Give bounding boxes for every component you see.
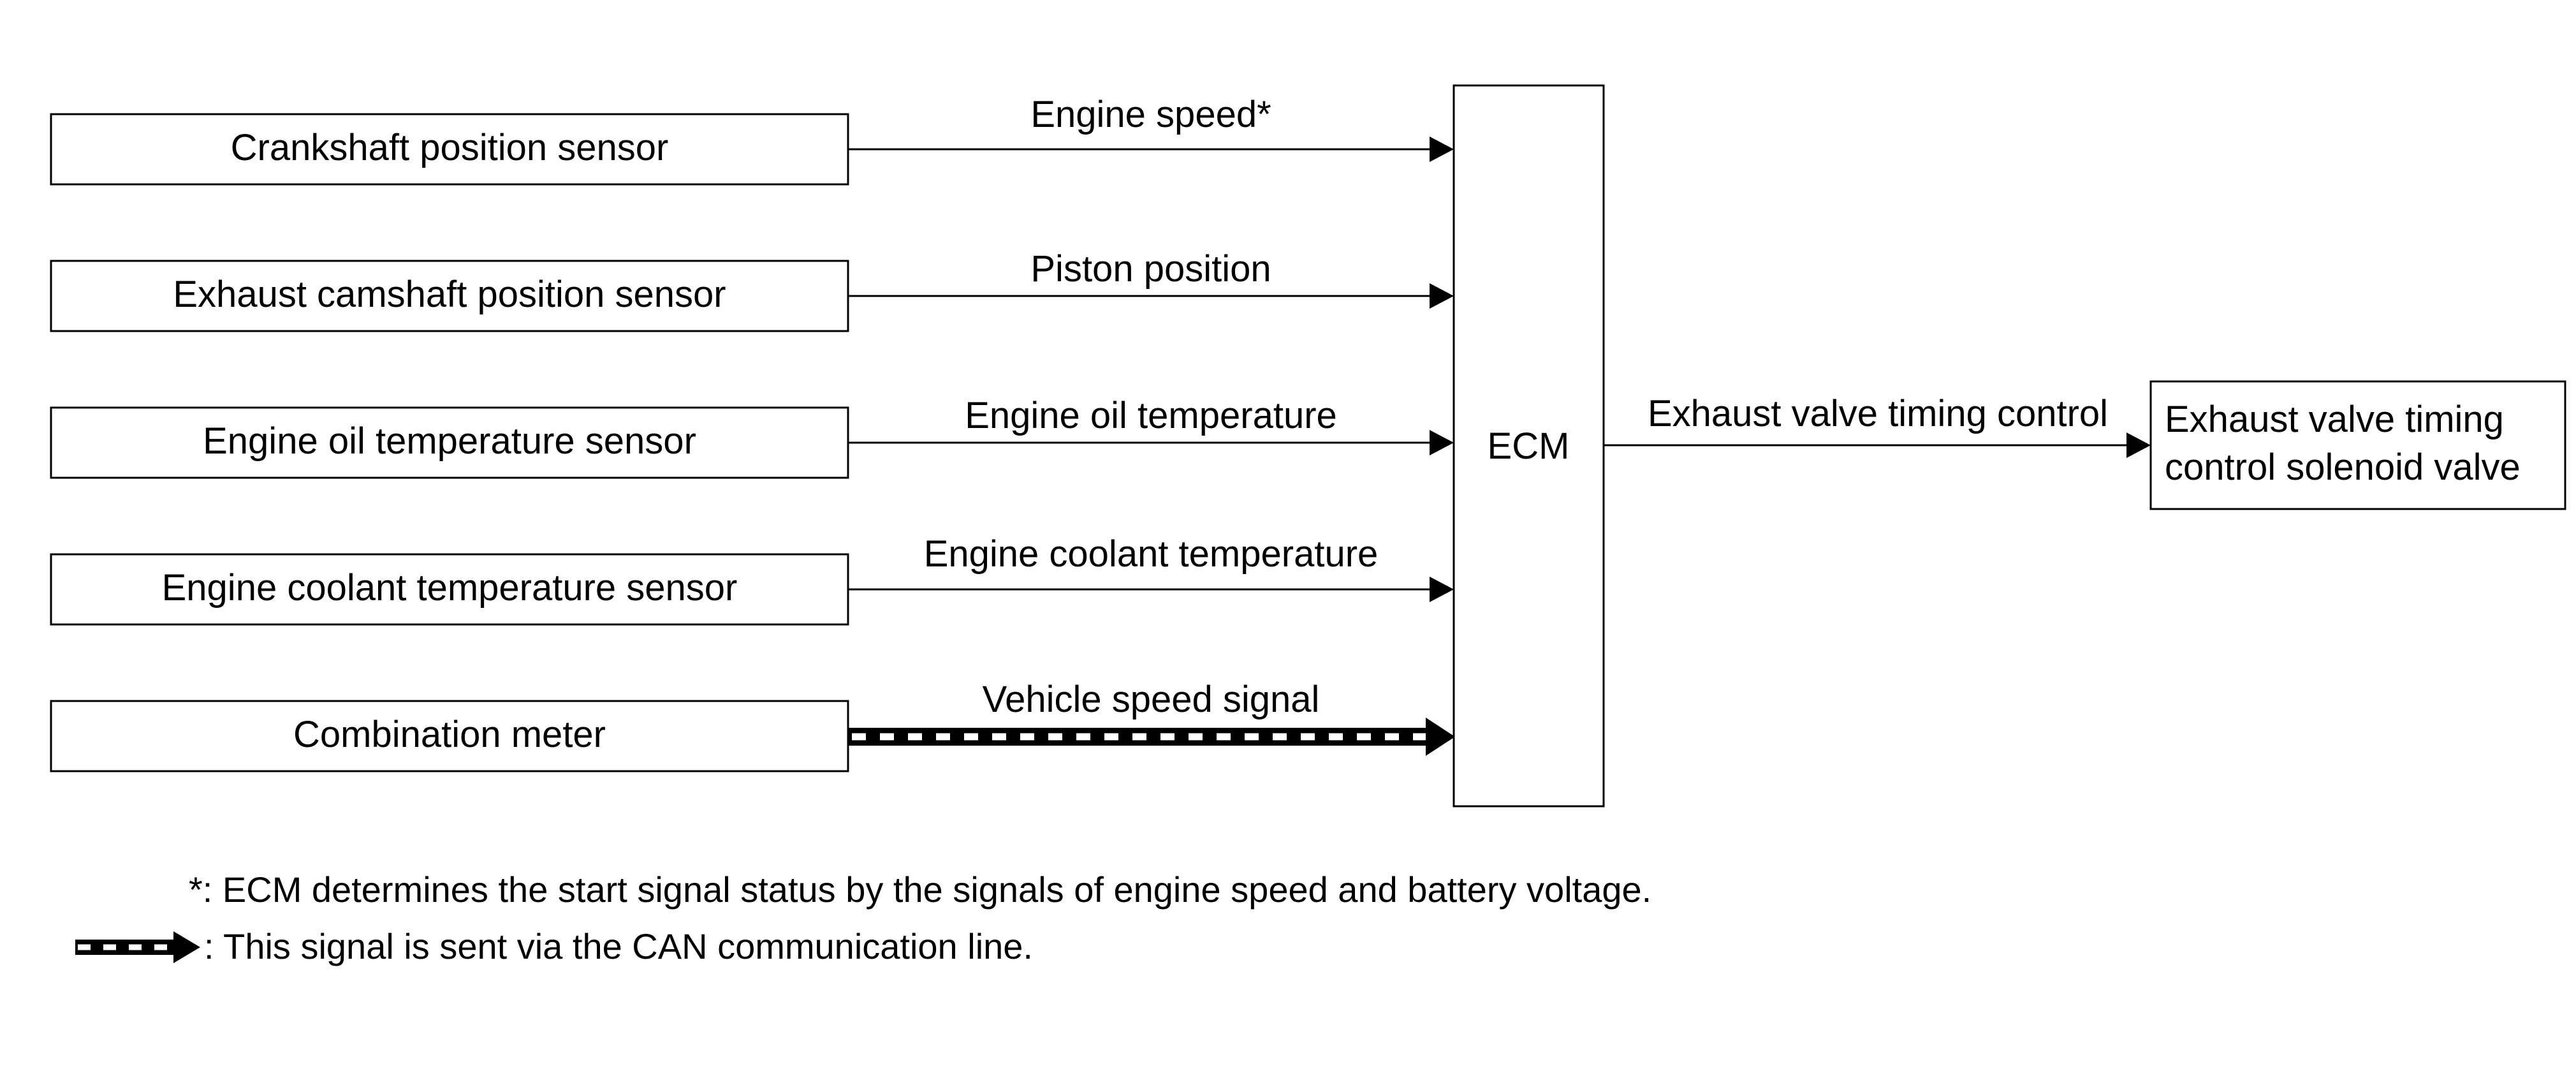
ecm-label: ECM [1488,425,1570,467]
output-label-line2: control solenoid valve [2165,447,2521,488]
sensor-label: Engine oil temperature sensor [203,420,696,462]
signal-label: Engine speed* [1030,94,1271,135]
arrowhead [1426,718,1455,756]
can-legend-arrowhead [173,931,200,963]
sensor-engine-oil-temperature: Engine oil temperature sensor [50,406,849,479]
signal-label: Vehicle speed signal [983,679,1320,720]
arrowhead [1430,430,1454,455]
signal-engine-speed: Engine speed* [848,94,1454,162]
output-box [2149,380,2566,510]
arrowhead [2126,432,2151,458]
signal-engine-coolant-temperature: Engine coolant temperature [848,533,1454,602]
signal-label: Piston position [1030,248,1271,290]
signal-label: Engine coolant temperature [924,533,1379,575]
sensor-box [50,700,849,772]
signal-exhaust-valve-timing-control: Exhaust valve timing control [1604,393,2151,458]
sensor-box [50,553,849,626]
arrowhead [1430,283,1454,309]
sensor-box [50,260,849,332]
output-label-line1: Exhaust valve timing [2165,399,2504,440]
sensor-label: Exhaust camshaft position sensor [173,274,726,315]
sensor-exhaust-camshaft-position: Exhaust camshaft position sensor [50,260,849,332]
signal-engine-oil-temperature: Engine oil temperature [848,395,1454,455]
arrowhead [1430,137,1454,162]
can-legend-icon [75,931,200,963]
signal-label: Exhaust valve timing control [1648,393,2108,434]
sensor-label: Crankshaft position sensor [231,127,669,168]
sensor-engine-coolant-temperature: Engine coolant temperature sensor [50,553,849,626]
arrowhead [1430,577,1454,602]
sensor-crankshaft-position: Crankshaft position sensor [50,113,849,186]
sensor-label: Engine coolant temperature sensor [162,567,738,609]
signal-piston-position: Piston position [848,248,1454,309]
note-asterisk: *: ECM determines the start signal statu… [189,869,1651,910]
signal-vehicle-speed: Vehicle speed signal [848,679,1455,756]
sensor-label: Combination meter [293,714,606,755]
note-can: : This signal is sent via the CAN commun… [204,926,1033,966]
signal-label: Engine oil temperature [965,395,1337,436]
output-solenoid-valve: Exhaust valve timing control solenoid va… [2149,380,2566,510]
ecm-box [1453,84,1605,808]
footnotes: *: ECM determines the start signal statu… [75,869,1651,966]
sensor-box [50,406,849,479]
sensor-combination-meter: Combination meter [50,700,849,772]
ecm-block: ECM [1453,84,1605,808]
sensor-box [50,113,849,186]
